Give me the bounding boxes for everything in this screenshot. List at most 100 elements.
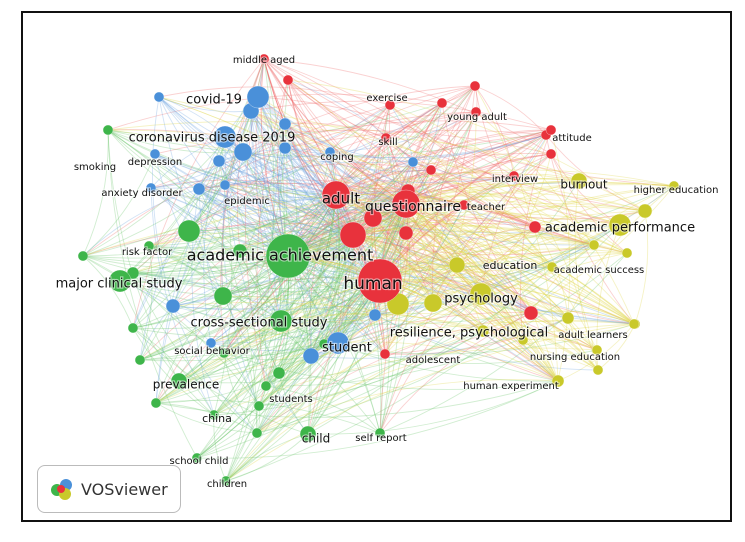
label-smoking[interactable]: smoking bbox=[73, 161, 118, 174]
label-coping[interactable]: coping bbox=[319, 151, 355, 164]
label-middle-aged[interactable]: middle aged bbox=[232, 54, 297, 67]
label-teacher[interactable]: teacher bbox=[466, 201, 507, 214]
label-adult[interactable]: adult bbox=[321, 188, 362, 208]
node-cross-sectional-study[interactable] bbox=[269, 309, 293, 333]
label-exercise[interactable]: exercise bbox=[365, 92, 408, 105]
node-unlabeled[interactable] bbox=[127, 322, 139, 334]
label-covid-19[interactable]: covid-19 bbox=[185, 91, 243, 108]
node-unlabeled[interactable] bbox=[165, 298, 181, 314]
node-unlabeled[interactable] bbox=[469, 80, 481, 92]
label-interview[interactable]: interview bbox=[491, 173, 540, 186]
node-unlabeled[interactable] bbox=[278, 141, 292, 155]
node-unlabeled[interactable] bbox=[545, 124, 557, 136]
node-students[interactable] bbox=[260, 380, 272, 392]
label-depression[interactable]: depression bbox=[127, 156, 184, 169]
node-unlabeled[interactable] bbox=[523, 305, 539, 321]
label-child[interactable]: child bbox=[301, 430, 332, 446]
node-risk-factor[interactable] bbox=[143, 240, 155, 252]
node-academic-performance[interactable] bbox=[608, 213, 632, 237]
label-higher-education[interactable]: higher education bbox=[632, 184, 719, 197]
node-psychology[interactable] bbox=[469, 282, 493, 306]
label-human[interactable]: human bbox=[342, 273, 404, 295]
label-academic-success[interactable]: academic success bbox=[553, 264, 646, 277]
node-unlabeled[interactable] bbox=[425, 164, 437, 176]
node-young-adult[interactable] bbox=[470, 106, 482, 118]
node-unlabeled[interactable] bbox=[282, 74, 294, 86]
label-resilience-psychological[interactable]: resilience, psychological bbox=[389, 324, 550, 341]
node-questionnaire[interactable] bbox=[391, 189, 421, 219]
node-major-clinical-study[interactable] bbox=[108, 269, 132, 293]
node-coping[interactable] bbox=[324, 146, 336, 158]
node-teacher[interactable] bbox=[458, 199, 470, 211]
label-social-behavior[interactable]: social behavior bbox=[173, 345, 252, 358]
node-unlabeled[interactable] bbox=[272, 366, 286, 380]
label-education[interactable]: education bbox=[482, 258, 539, 273]
node-unlabeled[interactable] bbox=[233, 142, 253, 162]
node-unlabeled[interactable] bbox=[588, 239, 600, 251]
node-unlabeled[interactable] bbox=[253, 400, 265, 412]
label-school-child[interactable]: school child bbox=[168, 455, 229, 468]
node-unlabeled[interactable] bbox=[517, 334, 529, 346]
node-unlabeled[interactable] bbox=[212, 154, 226, 168]
node-unlabeled[interactable] bbox=[232, 243, 248, 259]
node-exercise[interactable] bbox=[384, 99, 396, 111]
node-unlabeled[interactable] bbox=[218, 347, 230, 359]
node-unlabeled[interactable] bbox=[177, 219, 201, 243]
node-adolescent[interactable] bbox=[379, 348, 391, 360]
node-unlabeled[interactable] bbox=[150, 397, 162, 409]
label-attitude[interactable]: attitude bbox=[551, 132, 593, 145]
node-unlabeled[interactable] bbox=[423, 293, 443, 313]
node-unlabeled[interactable] bbox=[251, 427, 263, 439]
node-education[interactable] bbox=[448, 256, 466, 274]
node-interview[interactable] bbox=[508, 170, 520, 182]
node-student[interactable] bbox=[326, 331, 350, 355]
node-unlabeled[interactable] bbox=[407, 156, 419, 168]
node-unlabeled[interactable] bbox=[278, 117, 292, 131]
label-adult-learners[interactable]: adult learners bbox=[557, 329, 629, 342]
node-unlabeled[interactable] bbox=[77, 250, 89, 262]
node-unlabeled[interactable] bbox=[213, 286, 233, 306]
label-human-experiment[interactable]: human experiment bbox=[462, 380, 560, 393]
node-academic-achievement[interactable] bbox=[265, 233, 311, 279]
node-unlabeled[interactable] bbox=[436, 97, 448, 109]
label-psychology[interactable]: psychology bbox=[443, 290, 519, 307]
label-epidemic[interactable]: epidemic bbox=[223, 195, 271, 208]
vosviewer-badge[interactable]: VOSviewer bbox=[37, 465, 181, 513]
node-higher-education[interactable] bbox=[668, 180, 680, 192]
node-unlabeled[interactable] bbox=[339, 221, 367, 249]
label-adolescent[interactable]: adolescent bbox=[405, 354, 462, 367]
node-prevalence[interactable] bbox=[170, 372, 188, 390]
node-unlabeled[interactable] bbox=[592, 364, 604, 376]
label-cross-sectional-study[interactable]: cross-sectional study bbox=[189, 314, 328, 331]
node-unlabeled[interactable] bbox=[363, 208, 383, 228]
node-adult[interactable] bbox=[321, 180, 351, 210]
label-academic-achievement[interactable]: academic achievement bbox=[186, 244, 375, 265]
node-covid-19[interactable] bbox=[246, 85, 270, 109]
node-unlabeled[interactable] bbox=[545, 148, 557, 160]
label-nursing-education[interactable]: nursing education bbox=[529, 351, 621, 364]
label-self-report[interactable]: self report bbox=[354, 432, 408, 445]
label-questionnaire[interactable]: questionnaire bbox=[364, 198, 462, 216]
node-depression[interactable] bbox=[149, 148, 161, 160]
node-epidemic[interactable] bbox=[219, 179, 231, 191]
label-student[interactable]: student bbox=[321, 339, 373, 356]
label-prevalence[interactable]: prevalence bbox=[152, 376, 221, 392]
node-nursing-education[interactable] bbox=[591, 344, 603, 356]
node-skill[interactable] bbox=[380, 132, 392, 144]
node-anxiety-disorder[interactable] bbox=[145, 182, 157, 194]
node-middle-aged[interactable] bbox=[258, 53, 270, 65]
node-unlabeled[interactable] bbox=[551, 374, 565, 388]
node-unlabeled[interactable] bbox=[476, 324, 490, 338]
node-china[interactable] bbox=[208, 409, 220, 421]
node-self-report[interactable] bbox=[374, 427, 386, 439]
node-child[interactable] bbox=[299, 425, 317, 443]
node-unlabeled[interactable] bbox=[134, 354, 146, 366]
label-major-clinical-study[interactable]: major clinical study bbox=[54, 275, 183, 292]
node-unlabeled[interactable] bbox=[302, 347, 320, 365]
label-skill[interactable]: skill bbox=[377, 136, 399, 149]
label-academic-performance[interactable]: academic performance bbox=[544, 219, 696, 236]
label-children[interactable]: children bbox=[206, 478, 248, 491]
node-unlabeled[interactable] bbox=[528, 220, 542, 234]
node-unlabeled[interactable] bbox=[637, 203, 653, 219]
node-unlabeled[interactable] bbox=[192, 182, 206, 196]
